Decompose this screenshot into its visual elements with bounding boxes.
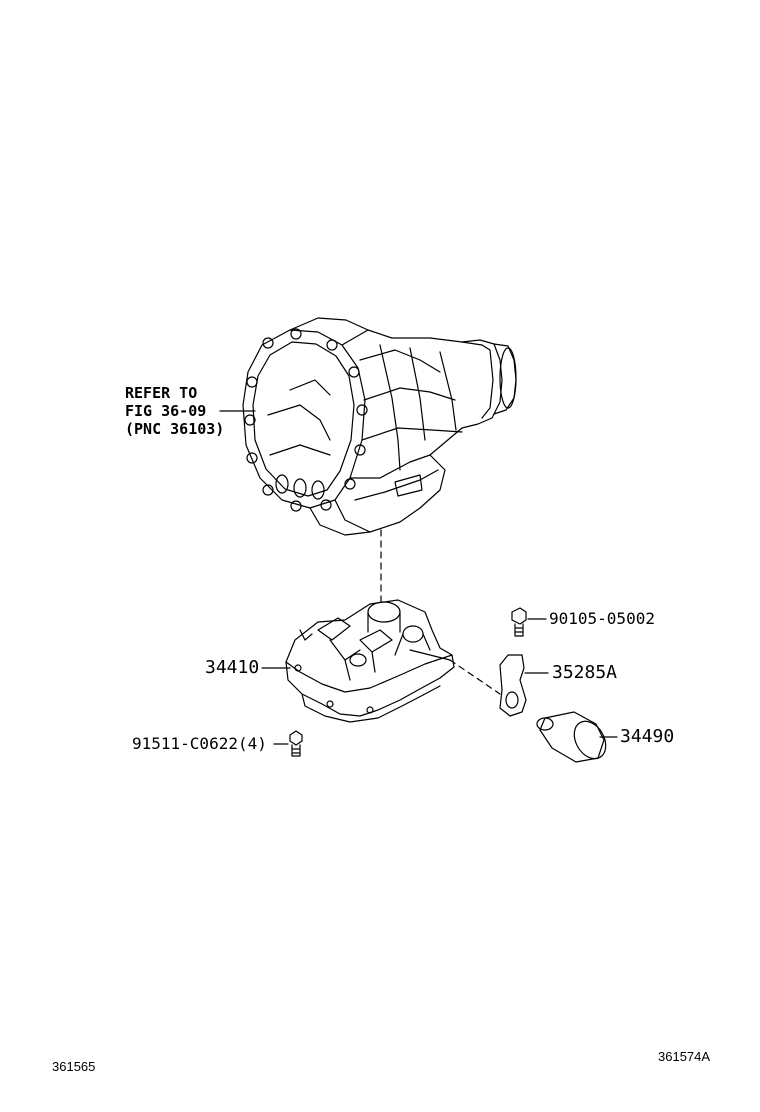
part-number-valve-body: 34410 <box>205 657 260 678</box>
reference-line-3: (PNC 36103) <box>125 420 225 438</box>
reference-line-1: REFER TO <box>125 384 198 402</box>
part-number-bracket: 35285A <box>552 662 618 683</box>
footer-right-code: 361574A <box>658 1049 711 1064</box>
transmission-case <box>219 317 517 536</box>
bolt-large-icon <box>511 607 547 637</box>
part-number-bolt-small: 91511-C0622(4) <box>132 734 267 753</box>
assembly-line-bracket <box>449 659 501 695</box>
valve-body <box>261 599 455 723</box>
reference-line-2: FIG 36-09 <box>125 402 207 420</box>
bolt-small-icon <box>273 730 303 757</box>
part-number-bolt-large: 90105-05002 <box>549 609 655 628</box>
footer-left-code: 361565 <box>52 1059 96 1074</box>
bracket <box>499 654 549 717</box>
solenoid <box>536 711 618 763</box>
part-number-solenoid: 34490 <box>620 726 675 747</box>
